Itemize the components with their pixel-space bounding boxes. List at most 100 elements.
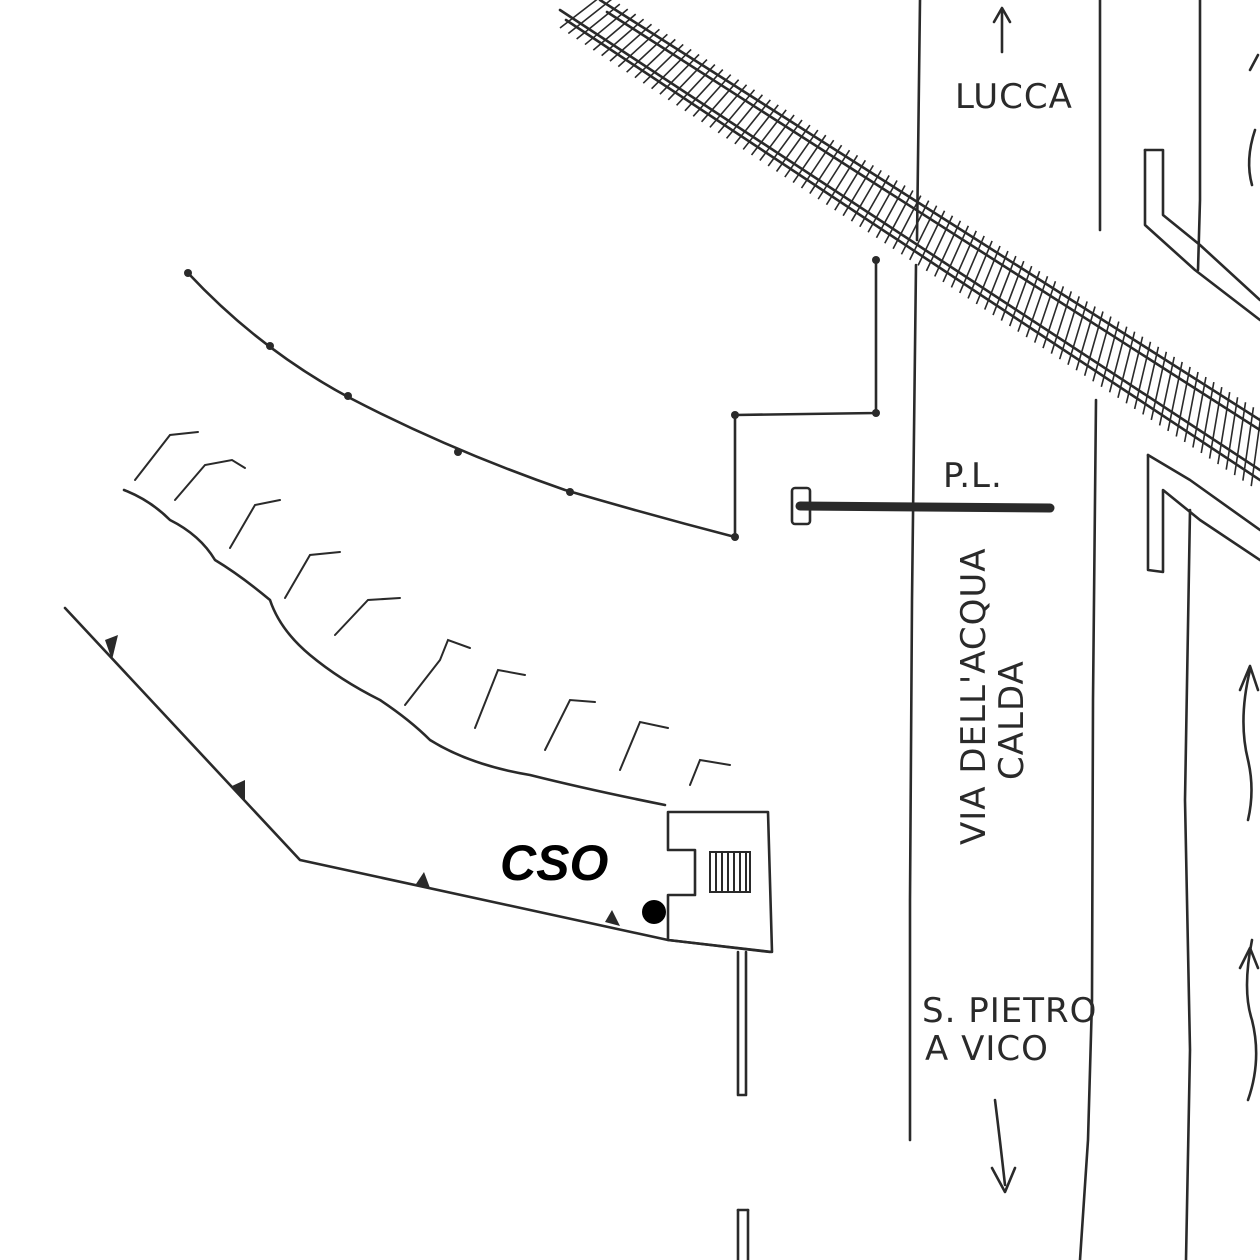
cso-structure [642,810,774,954]
railway-hatch [1150,351,1168,421]
railway-hatch [609,23,653,62]
cso-label: CSO [500,835,608,891]
railway-hatch [1250,416,1260,487]
railway-hatch [1142,346,1160,415]
flow-boundary [63,606,772,954]
railway-hatch [925,215,954,272]
railway-hatch [617,28,660,68]
arrow-down-icon [990,1098,1017,1194]
railway-hatch [1058,296,1080,360]
railway-hatch [1217,392,1231,465]
railway-hatch [1125,336,1144,404]
railway-hatch [884,190,914,244]
railway-hatch [917,210,946,266]
railway-hatch [1108,326,1128,393]
railway-hatch [875,185,906,239]
railway-hatch [775,124,811,172]
railway-hatch [842,164,874,217]
railway-hatch [767,119,803,167]
level-crossing-barrier [790,486,1055,526]
railway-hatch [1117,331,1136,399]
railway-hatch [700,79,740,123]
pipe [736,950,750,1260]
railway-hatch [825,154,859,206]
railway-hatch [1017,270,1041,332]
railway-hatch [950,230,977,288]
railway-hatch [559,0,598,29]
railway-hatch [642,43,684,84]
river-bank [1143,0,1260,1260]
railway-hatch [1033,281,1057,343]
railway-hatch [942,225,970,283]
railway-hatch [692,74,732,117]
railway-hatch [809,144,843,195]
railway-hatch [792,134,827,184]
railway-hatch [1175,366,1191,437]
railway-hatch [1083,311,1104,376]
railway-hatch [676,64,716,106]
railway-hatch [742,104,779,150]
railway-hatch [1208,386,1223,459]
railway-hatch [867,180,898,233]
railway-hatch [567,0,612,35]
railway-hatch [900,200,930,255]
railway-hatch [717,89,756,134]
railway-hatch [959,235,985,294]
railway-hatch [967,240,993,299]
railway-hatch [909,205,938,261]
railway-hatch [725,94,764,139]
railway-hatch [1233,402,1247,476]
south-destination-line1: S. PIETRO [922,991,1097,1031]
railway-hatch [1192,376,1207,448]
railway-hatch [850,169,882,222]
railway-hatch [1133,341,1152,410]
railway-hatch [983,250,1009,310]
railway-hatch [759,114,795,161]
railway-hatch [1092,316,1112,382]
railway-hatch [859,175,890,228]
railway-hatch [1158,356,1176,426]
railway-hatch [1075,306,1096,371]
river-flow-arrow-icon [1238,53,1260,1102]
railway-hatch [592,13,637,51]
railway-hatch [784,129,819,178]
railway-hatch [626,33,668,73]
main-road [908,0,1102,1260]
railway-hatch [1183,371,1199,443]
railway-hatch [709,84,748,128]
railway-hatch [1225,397,1239,470]
railway-hatch [1008,265,1033,327]
railway [558,0,1260,487]
railway-hatch [1242,407,1255,481]
railway-hatch [992,255,1017,316]
railway-hatch [667,58,708,101]
road-name-line1: VIA DELL'ACQUA [954,547,994,845]
railway-hatch [601,18,645,57]
railway-hatch [1050,291,1073,354]
railway-hatch [800,139,835,189]
railway-hatch [651,48,692,90]
railway-hatch [750,109,787,156]
railway-hatch [684,69,724,112]
railway-hatch [934,220,962,277]
railway-hatch [1000,260,1025,321]
fence-line [184,256,880,541]
railway-hatch [634,38,676,79]
railway-hatch [659,53,700,95]
north-destination-label: LUCCA [955,77,1073,117]
south-destination-line2: A VICO [925,1029,1049,1069]
road-name-line2: CALDA [992,660,1032,780]
railway-hatch [584,8,629,46]
filled-dot-icon [642,900,666,924]
railway-hatch [834,159,867,211]
railway-hatch [576,3,621,40]
railway-hatch [1042,286,1065,349]
railway-hatch [817,149,851,200]
embankment [122,431,731,807]
railway-hatch [1100,321,1120,388]
railway-hatch [975,245,1001,305]
railway-hatch [1200,381,1215,454]
railway-hatch [734,99,771,145]
